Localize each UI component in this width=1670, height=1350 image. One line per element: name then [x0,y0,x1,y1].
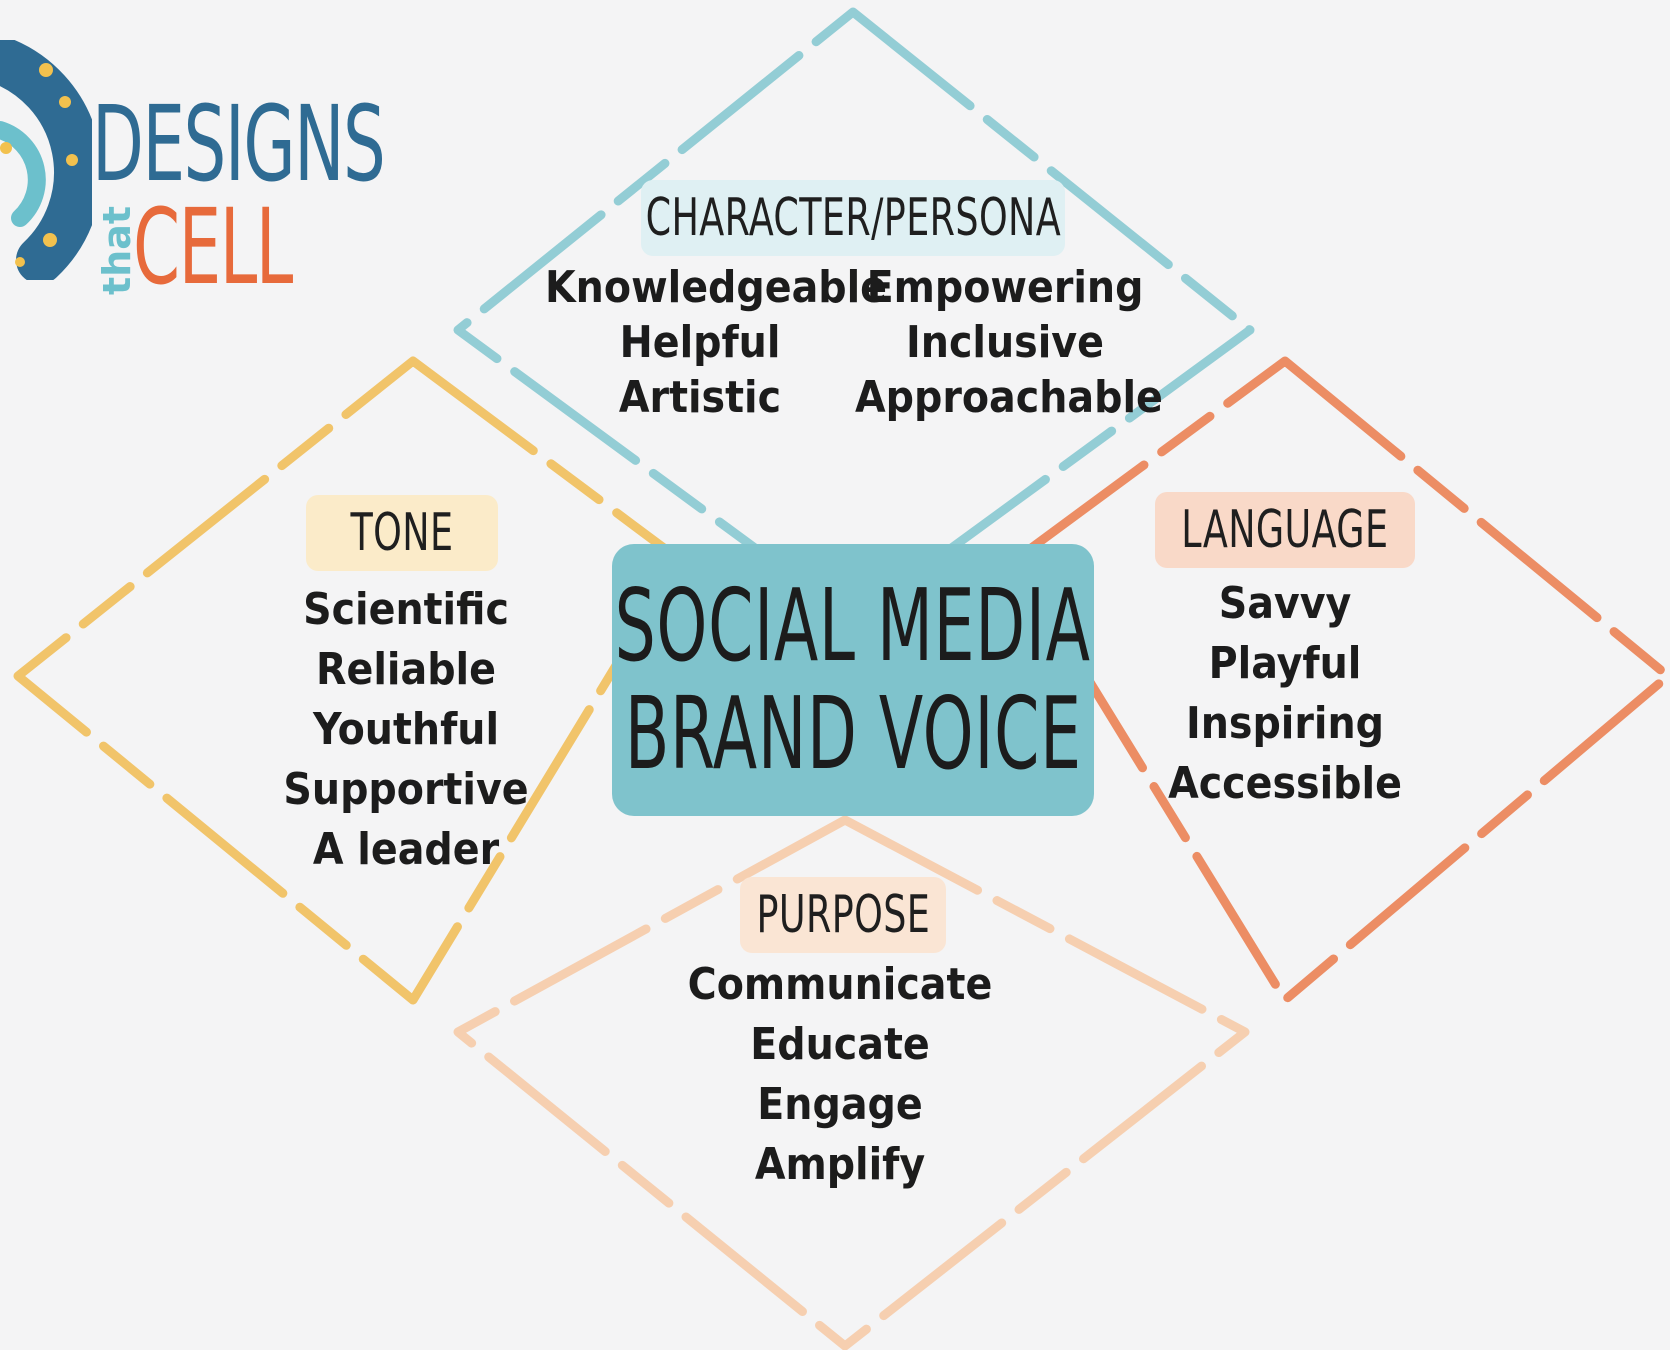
tone-item: A leader [312,824,500,875]
center-title-line-2: BRAND VOICE [624,675,1082,792]
character-item: Helpful [619,317,781,368]
character-title: CHARACTER/PERSONA [645,188,1061,248]
purpose-item: Educate [750,1019,930,1070]
logo-word-designs: DESIGNS [92,83,386,205]
purpose-tag: PURPOSE [740,877,946,953]
purpose-item: Amplify [754,1139,926,1190]
logo-mark-icon [0,40,92,280]
center-title-line-1: SOCIAL MEDIA [614,567,1092,684]
purpose-item: Communicate [687,959,993,1010]
language-item: Inspiring [1186,698,1384,749]
language-item: Savvy [1218,578,1352,629]
character-right-list: Empowering Inclusive Approachable [855,262,1163,431]
purpose-item: Engage [757,1079,923,1130]
purpose-list: Communicate Educate Engage Amplify [680,963,1000,1203]
tone-title: TONE [350,503,454,563]
logo: DESIGNS that CELL [0,40,386,299]
character-item: Knowledgeable [545,262,888,313]
tone-item: Supportive [283,764,529,815]
character-item: Approachable [855,372,1163,423]
purpose-diamond [453,815,1250,1350]
tone-diamond [13,356,685,1005]
logo-word-cell: CELL [133,186,293,308]
tone-item: Scientific [303,584,509,635]
character-left-list: Knowledgeable Helpful Artistic [545,262,888,431]
language-title: LANGUAGE [1181,500,1389,560]
character-item: Artistic [618,372,782,423]
character-item: Empowering [866,262,1144,313]
language-item: Accessible [1168,758,1402,809]
purpose-title: PURPOSE [756,885,930,945]
center-title-box: SOCIAL MEDIA BRAND VOICE [612,544,1094,816]
language-item: Playful [1208,638,1362,689]
tone-item: Reliable [316,644,496,695]
language-diamond [1010,356,1670,1005]
character-tag: CHARACTER/PERSONA [641,180,1065,256]
language-list: Savvy Playful Inspiring Accessible [1140,582,1430,822]
character-diamond [453,7,1255,625]
character-item: Inclusive [906,317,1104,368]
tone-list: Scientific Reliable Youthful Supportive … [266,588,546,888]
language-tag: LANGUAGE [1155,492,1415,568]
tone-item: Youthful [312,704,500,755]
tone-tag: TONE [306,495,498,571]
